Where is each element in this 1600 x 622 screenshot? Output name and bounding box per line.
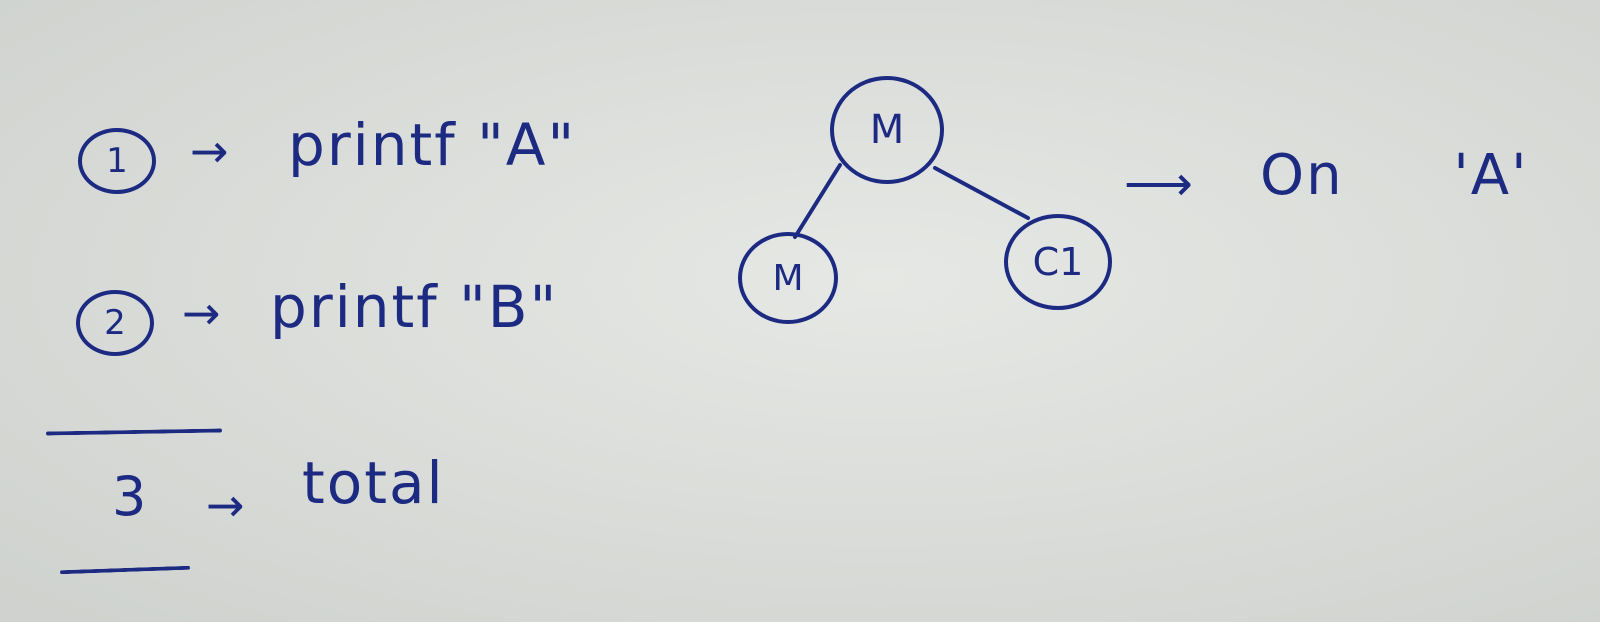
- circled-number-1: 1: [78, 128, 156, 194]
- tree-edge-right: [933, 166, 1030, 220]
- tree-note-text: On 'A': [1260, 143, 1529, 208]
- tree-root-node: M: [830, 76, 944, 184]
- arrow-2: →: [182, 286, 223, 340]
- printf-a-text: printf "A": [288, 111, 577, 179]
- tree-right-child-node: C1: [1004, 214, 1112, 310]
- tree-note-arrow: ⟶: [1124, 156, 1195, 212]
- arrow-1: →: [190, 124, 231, 178]
- tree-right-child-label: C1: [1032, 240, 1084, 284]
- printf-b-text: printf "B": [270, 273, 559, 341]
- total-text: total: [302, 449, 445, 517]
- tree-root-label: M: [869, 107, 905, 153]
- tree-edge-left: [793, 163, 842, 239]
- circled-number-1-label: 1: [106, 141, 128, 181]
- total-value: 3: [112, 465, 149, 528]
- tree-left-child-label: M: [772, 257, 804, 299]
- tree-left-child-node: M: [738, 232, 838, 324]
- circled-number-2-label: 2: [104, 303, 126, 343]
- circled-number-2: 2: [76, 290, 154, 356]
- arrow-3: →: [206, 478, 247, 532]
